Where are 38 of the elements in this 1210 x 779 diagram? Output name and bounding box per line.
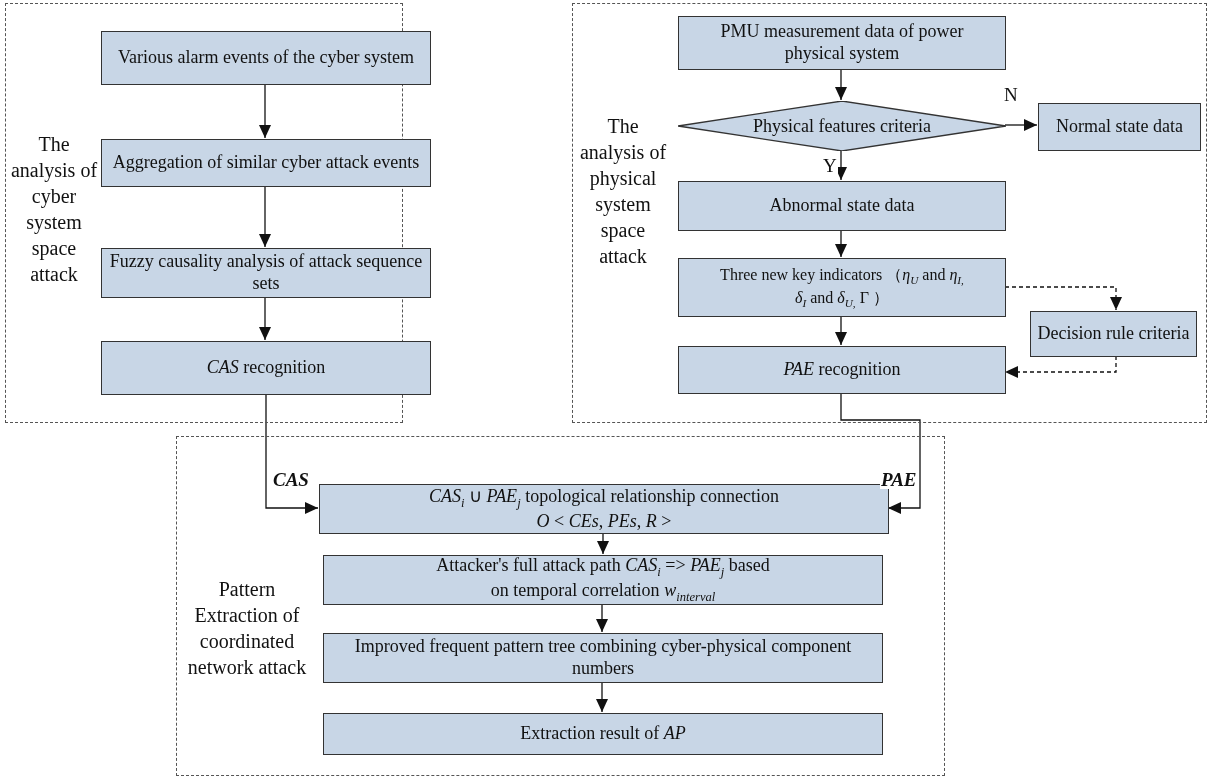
arrow <box>840 392 921 514</box>
group-label: Pattern Extraction of coordinated network attack <box>186 577 308 680</box>
arrow <box>259 296 271 341</box>
process-box: Abnormal state data <box>678 181 1006 231</box>
process-box: PAE recognition <box>678 346 1006 394</box>
arrow <box>597 532 609 555</box>
arrow <box>835 315 847 346</box>
edge-label: PAE <box>880 470 918 489</box>
process-box: CAS recognition <box>101 341 431 395</box>
process-box: Attacker's full attack path CAS$_{i}$ => PAE$_{j}$ based on temporal correlation w$_{interval}$ <box>323 555 883 605</box>
process-box: PMU measurement data of power physical system <box>678 16 1006 70</box>
arrow <box>835 149 847 181</box>
process-box: Fuzzy causality analysis of attack sequence sets <box>101 248 431 298</box>
arrow <box>1004 119 1038 131</box>
dashed-group-frame <box>572 3 1207 423</box>
arrow <box>259 185 271 248</box>
process-box: Aggregation of similar cyber attack events <box>101 139 431 187</box>
dashed-group-frame <box>176 436 945 776</box>
process-box: Normal state data <box>1038 103 1201 151</box>
process-box: Various alarm events of the cyber system <box>101 31 431 85</box>
group-label: The analysis of physical system space attack <box>578 114 668 269</box>
edge-label: Y <box>822 156 838 175</box>
arrow <box>835 68 847 101</box>
arrow <box>835 229 847 258</box>
process-box: Three new key indicators （η$_{U}$ and η$_{I,}$ δ$_{I}$ and δ$_{U,}$ Γ ） <box>678 258 1006 317</box>
process-box: Improved frequent pattern tree combining cyber-physical component numbers <box>323 633 883 683</box>
process-box: Decision rule criteria <box>1030 311 1197 357</box>
dashed-arrow <box>1004 355 1117 378</box>
edge-label: CAS <box>272 470 310 489</box>
process-box: Extraction result of AP <box>323 713 883 755</box>
decision-diamond: Physical features criteria <box>678 101 1006 151</box>
arrow <box>265 393 319 514</box>
edge-label: N <box>1003 85 1019 104</box>
arrow <box>259 83 271 139</box>
group-label: The analysis of cyber system space attack <box>9 132 99 287</box>
arrow <box>596 603 608 633</box>
dashed-arrow <box>1004 286 1122 311</box>
arrow <box>596 681 608 713</box>
